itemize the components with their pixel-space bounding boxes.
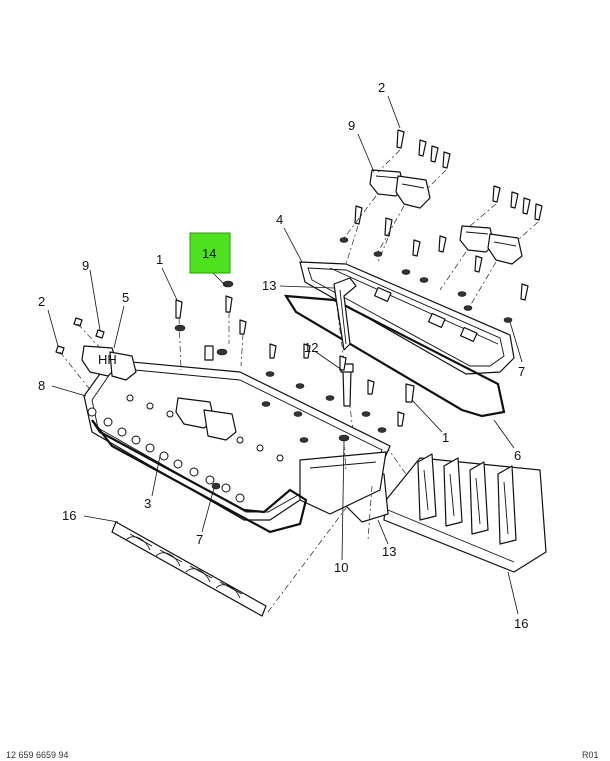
callout-6: 6 (514, 448, 521, 463)
callout-16-right: 16 (514, 616, 528, 631)
callout-5: 5 (122, 290, 129, 305)
callout-13-bottom: 13 (382, 544, 396, 559)
rocker-cover-right (299, 261, 515, 375)
ignition-coil-left: HH (81, 345, 237, 441)
callout-3: 3 (144, 496, 151, 511)
assembly-centerlines-left (59, 312, 373, 613)
callout-labels: 2 9 4 13 7 14 1 9 2 5 8 12 1 6 3 7 16 10… (38, 80, 528, 631)
intake-gasket-left (111, 521, 267, 617)
callout-1-right: 1 (442, 430, 449, 445)
callout-9-left: 9 (82, 258, 89, 273)
callout-16-left: 16 (62, 508, 76, 523)
rocker-cover-gasket-right (283, 294, 506, 418)
footer-revision: R01 (582, 750, 599, 760)
callout-4: 4 (276, 212, 283, 227)
ignition-coil-right-rear (459, 225, 523, 265)
callout-14: 14 (202, 246, 216, 261)
callout-9-top: 9 (348, 118, 355, 133)
fasteners-left (55, 280, 415, 490)
highlight-box-item-14 (189, 232, 231, 274)
footer-drawing-number: 12 659 6659 94 (6, 750, 69, 760)
callout-8: 8 (38, 378, 45, 393)
callout-7-right: 7 (518, 364, 525, 379)
coil-marking: HH (98, 352, 117, 367)
callout-2-top: 2 (378, 80, 385, 95)
cover-holes-left (87, 394, 284, 503)
intake-manifold (383, 453, 547, 573)
rocker-cover-gasket-left (91, 419, 308, 534)
coil-bolts-right (354, 129, 543, 301)
callout-1-left: 1 (156, 252, 163, 267)
callout-10: 10 (334, 560, 348, 575)
callout-13-top: 13 (262, 278, 276, 293)
callout-2-left: 2 (38, 294, 45, 309)
ignition-coil-right-front (369, 169, 431, 209)
callout-12: 12 (304, 340, 318, 355)
leader-lines (47, 95, 523, 615)
callout-7-bottom: 7 (196, 532, 203, 547)
